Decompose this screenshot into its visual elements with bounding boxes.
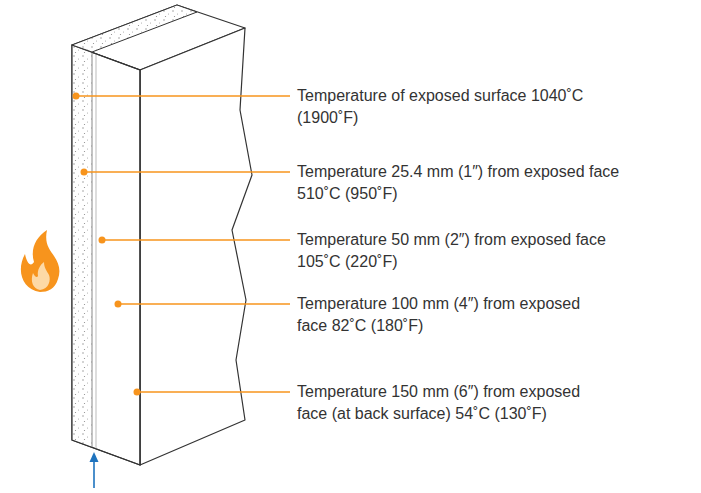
label-box: Temperature 150 mm (6″) from exposed fac… (297, 381, 605, 425)
leader-line (76, 95, 290, 97)
exposed-layer (72, 45, 92, 447)
arrow-shaft (93, 460, 95, 488)
temperature-label: Temperature of exposed surface 1040˚C (1… (297, 85, 637, 129)
wall-section-outline (72, 45, 140, 465)
leader-lines (73, 93, 291, 396)
arrow-head (90, 452, 99, 462)
temperature-label: Temperature 25.4 mm (1″) from exposed fa… (297, 161, 665, 205)
exposed-layer-top (72, 5, 197, 52)
leader-line (102, 239, 290, 241)
label-box: Temperature 25.4 mm (1″) from exposed fa… (297, 161, 665, 205)
wall-side-face (140, 28, 252, 465)
leader-dot (134, 389, 141, 396)
leader-line (84, 171, 290, 173)
leader-dot (99, 237, 106, 244)
fire-icon (21, 230, 60, 292)
leader-dot (115, 301, 122, 308)
temperature-label: Temperature 50 mm (2″) from exposed face… (297, 229, 645, 273)
leader-line (118, 303, 290, 305)
wall-section (72, 45, 140, 465)
label-box: Temperature of exposed surface 1040˚C (1… (297, 85, 637, 129)
fire-icon-core (32, 262, 50, 290)
temperature-label: Temperature 100 mm (4″) from exposed fac… (297, 293, 605, 337)
leader-line (137, 391, 290, 393)
layer-line (92, 52, 93, 447)
layer-line (96, 54, 97, 449)
temperature-label: Temperature 150 mm (6″) from exposed fac… (297, 381, 605, 425)
leader-dot (81, 169, 88, 176)
label-box: Temperature 50 mm (2″) from exposed face… (297, 229, 645, 273)
label-box: Temperature 100 mm (4″) from exposed fac… (297, 293, 605, 337)
leader-dot (73, 93, 80, 100)
